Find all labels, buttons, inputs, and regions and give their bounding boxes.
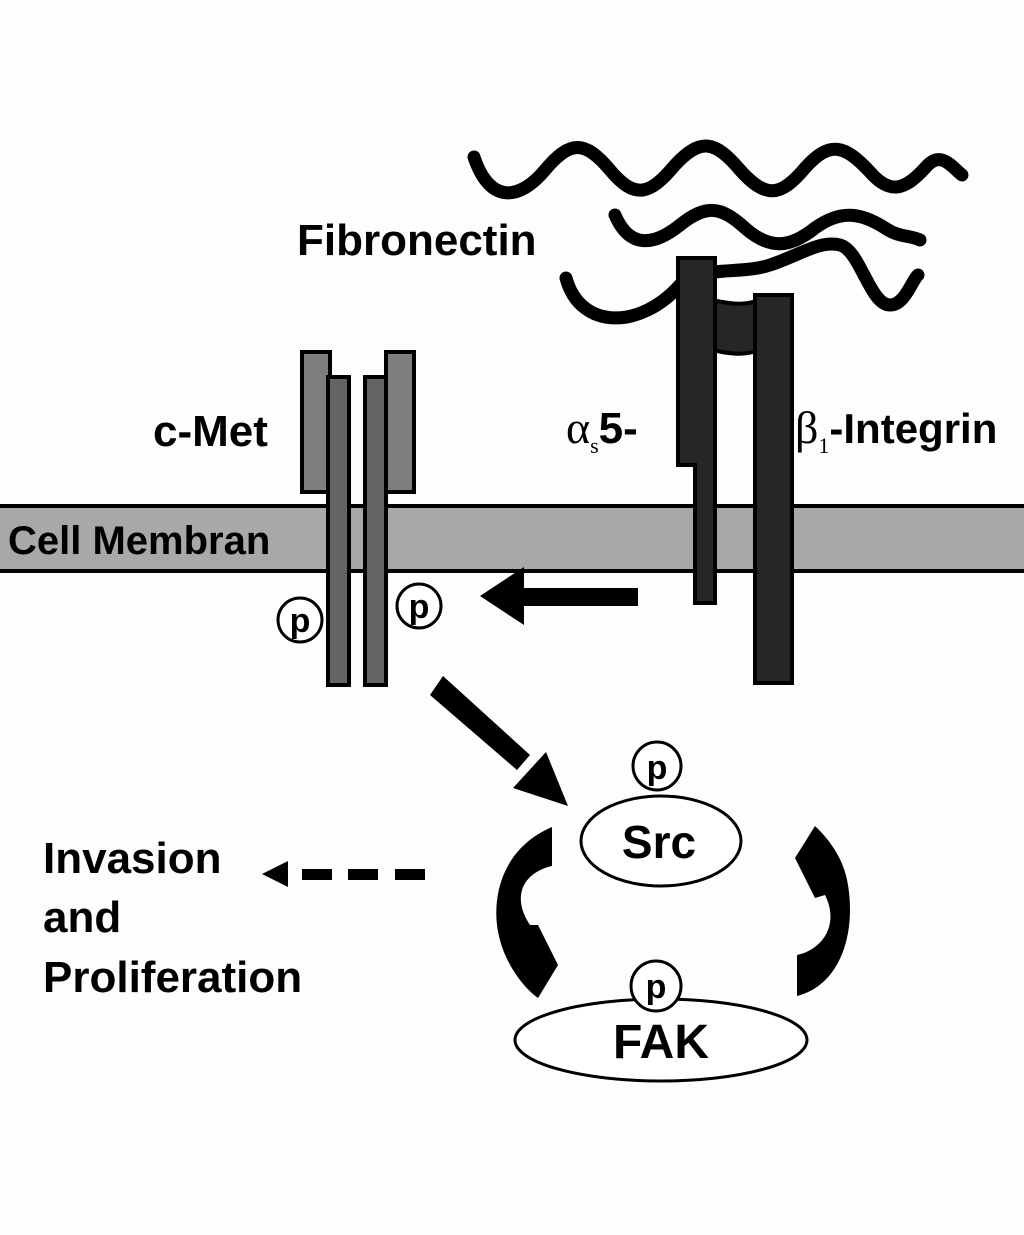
src-to-fak-curved-arrow (496, 827, 558, 998)
src-label: Src (622, 816, 696, 868)
fibronectin-fiber-2 (608, 203, 927, 251)
c-met-inner-left (326, 375, 351, 687)
src-node: Src (579, 794, 743, 888)
beta1-integrin-label: β1-Integrin (795, 402, 997, 458)
c-met-outer-right (384, 350, 416, 494)
outcome-label-line-2: and (43, 893, 121, 942)
outcome-label-line-1: Invasion (43, 834, 222, 883)
alpha5-label: αs5- (566, 402, 638, 458)
alpha5-integrin-subunit (676, 256, 717, 605)
phospho-site-fak: p (629, 959, 683, 1013)
fibronectin-label: Fibronectin (297, 216, 537, 265)
cmet-to-src-arrow (430, 676, 568, 806)
cell-membrane-label: Cell Membran (8, 519, 270, 563)
beta1-integrin-subunit (753, 293, 794, 685)
svg-text:p: p (290, 602, 311, 640)
integrin-head-connector (710, 297, 762, 356)
outcome-label-line-3: Proliferation (43, 953, 302, 1002)
c-met-outer-left (300, 350, 332, 494)
c-met-label: c-Met (153, 407, 268, 456)
svg-text:p: p (647, 749, 668, 787)
integrin-to-cmet-arrow (480, 567, 638, 625)
svg-text:p: p (409, 588, 430, 626)
c-met-inner-right (363, 375, 388, 687)
fibronectin-fiber-3 (559, 237, 925, 325)
src-to-invasion-dashed-arrow (262, 861, 425, 887)
fak-to-src-curved-arrow (795, 826, 850, 996)
fak-node: FAK (513, 997, 809, 1083)
phospho-site-cmet-right: p (395, 582, 443, 630)
svg-text:p: p (646, 968, 667, 1006)
phospho-site-cmet-left: p (276, 596, 324, 644)
integrin-receptor (676, 256, 794, 685)
fak-label: FAK (613, 1016, 709, 1069)
c-met-receptor (300, 350, 416, 687)
cell-membrane (0, 504, 1024, 573)
fibronectin-fibers (467, 139, 969, 325)
phospho-site-src: p (631, 740, 683, 792)
fibronectin-fiber-1 (467, 139, 969, 200)
